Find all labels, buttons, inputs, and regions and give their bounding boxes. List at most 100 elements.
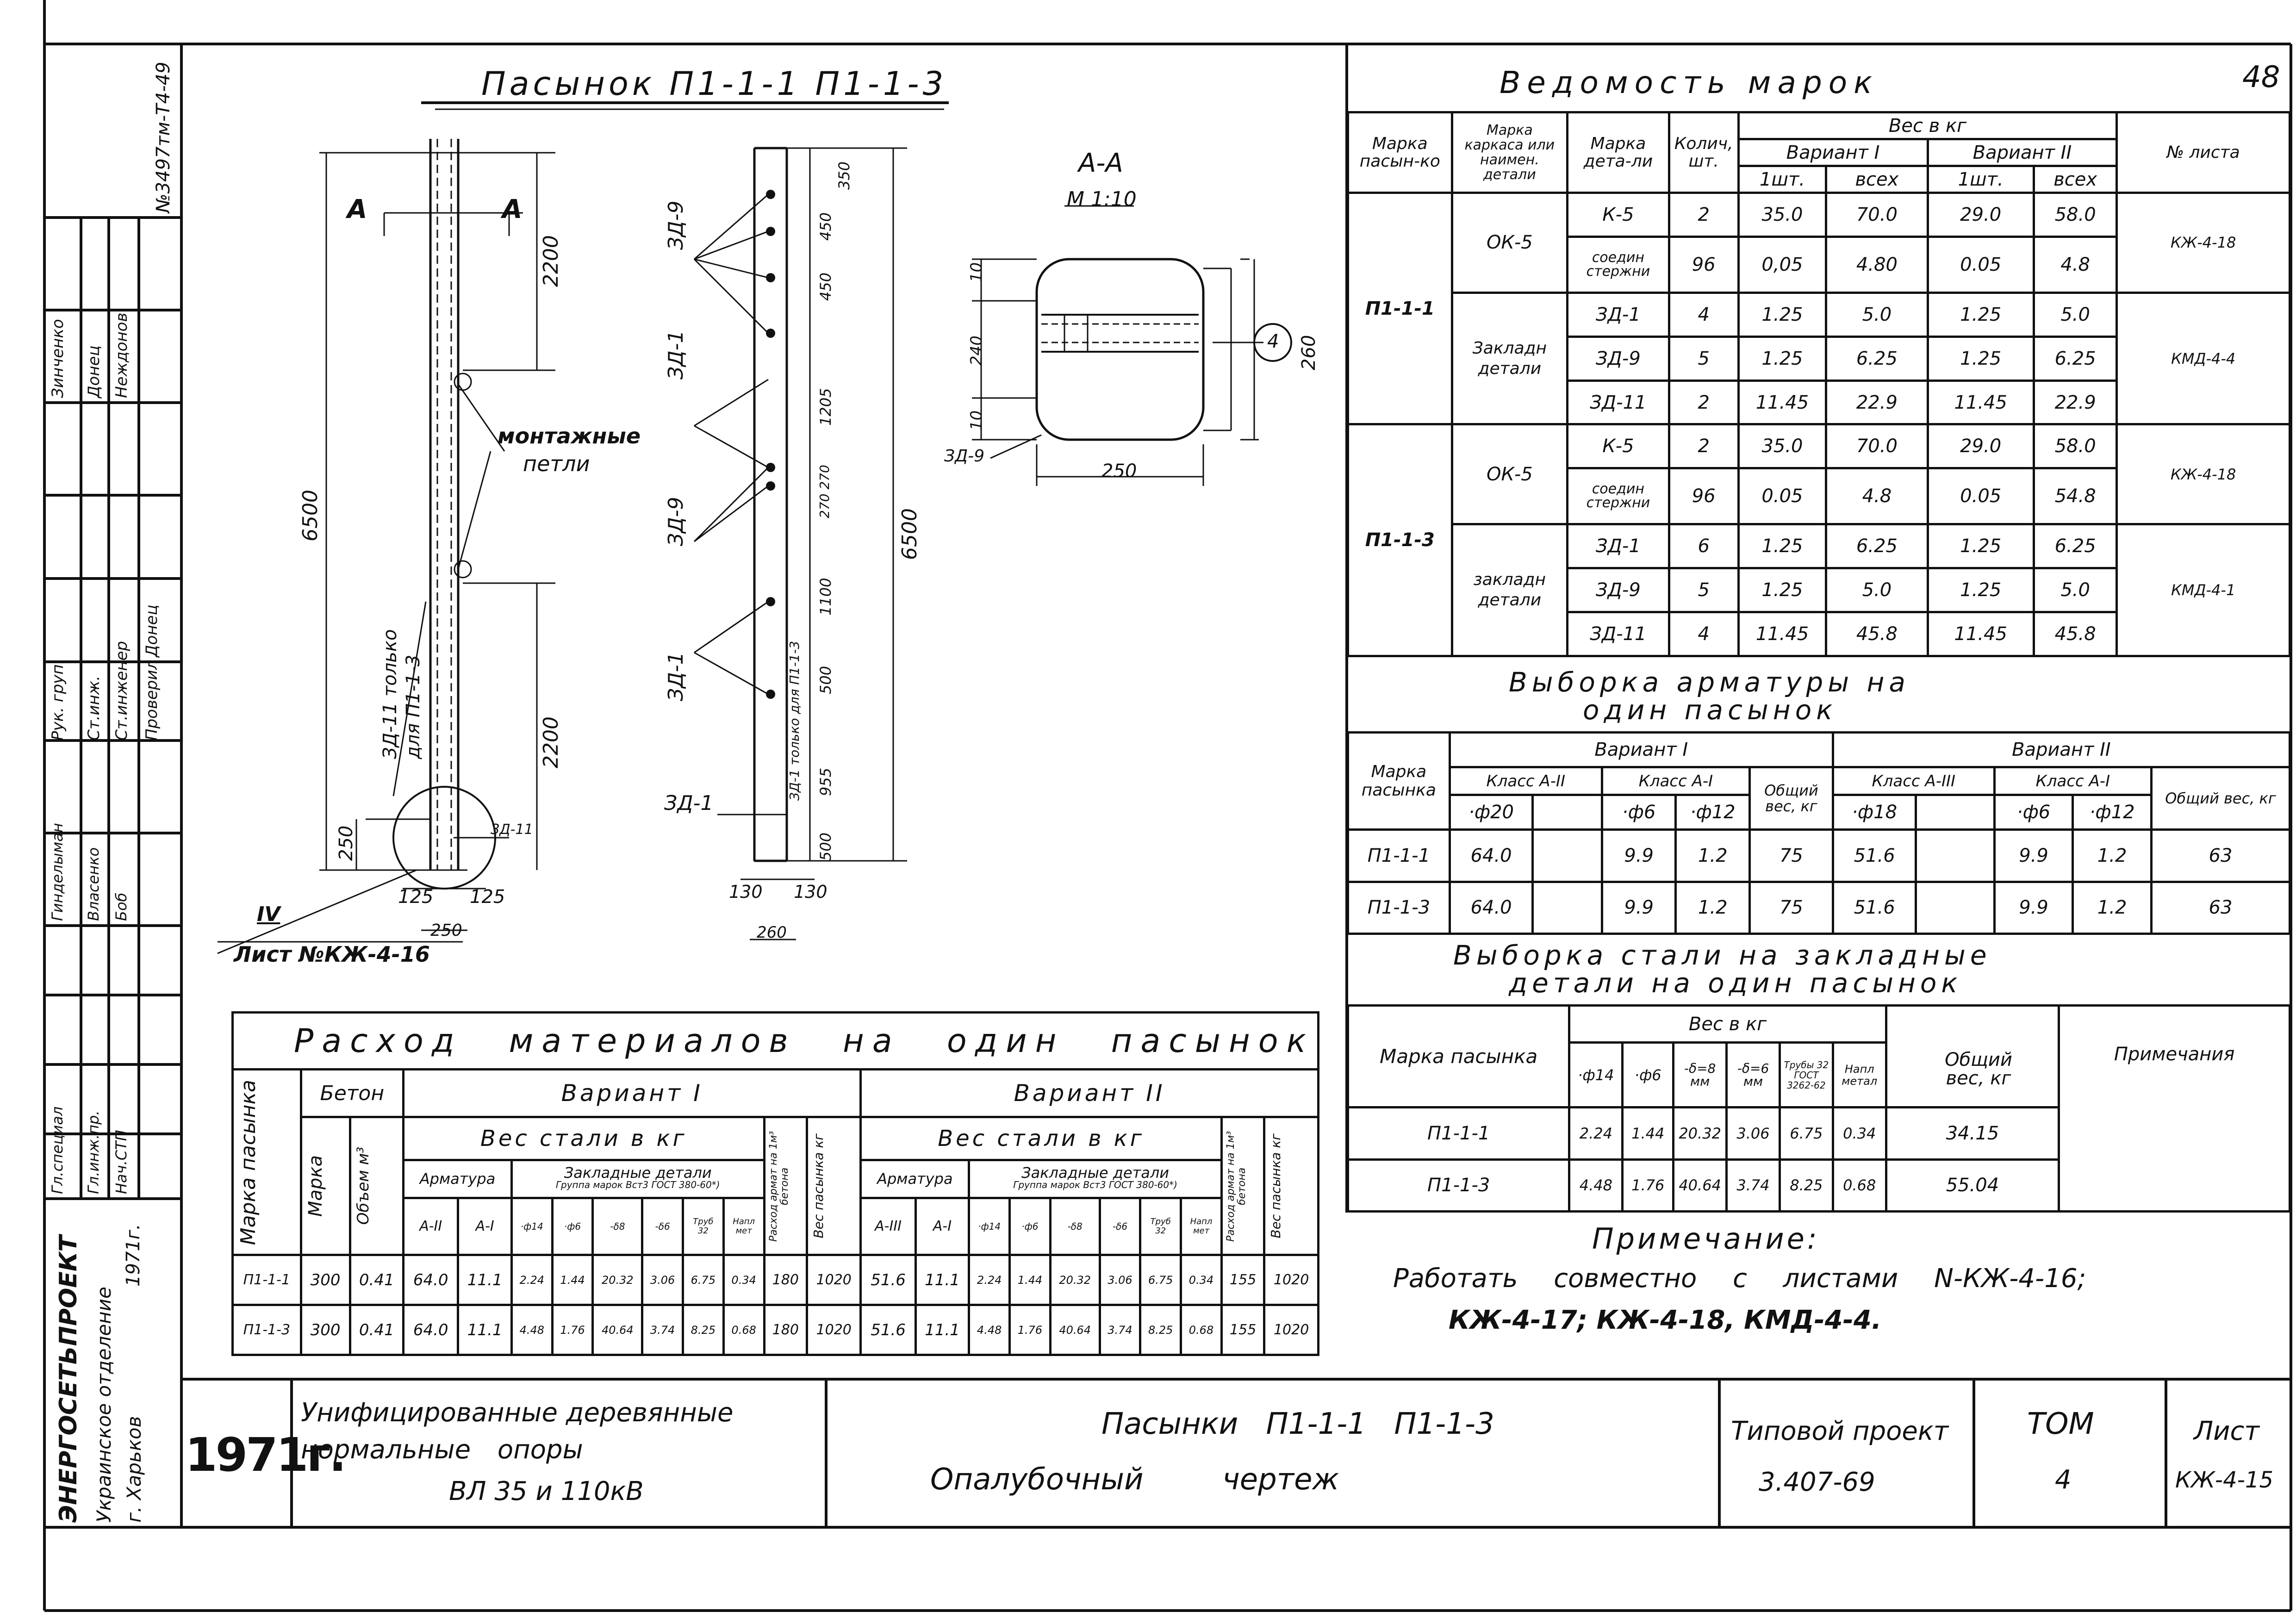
stamp-role-3: Проверил <box>143 660 161 740</box>
table-row: ЗД-9 5 1.25 5.0 1.25 5.0 <box>1348 567 2290 613</box>
dim-260: 260 <box>757 923 787 942</box>
label-zd11-only2: для П1-1-3 <box>403 654 424 759</box>
vh-karkas: Марка каркаса или наимен. детали <box>1450 111 1569 194</box>
vah-kla1b: Класс А-I <box>1993 766 2153 796</box>
vh-vseh-a: всех <box>1825 165 1929 194</box>
table-row: П1-1-3 4.48 1.76 40.64 3.74 8.25 0.68 55… <box>1346 1158 2290 1213</box>
vsh-col2: -δ=8 мм <box>1672 1041 1728 1108</box>
vah-f6: ·ф6 <box>1600 794 1677 831</box>
dim-270: 270 270 <box>817 465 832 518</box>
dim-s10b: 10 <box>967 410 986 430</box>
label-circle4: 4 <box>1267 331 1279 352</box>
vah-kla2: Класс А-II <box>1448 766 1603 796</box>
table-row: П1-1-1 2.24 1.44 20.32 3.06 6.75 0.34 34… <box>1346 1106 2290 1161</box>
table-row: ЗД-11 2 11.45 22.9 11.45 22.9 <box>1348 379 2290 426</box>
rh-arm2: Арматура <box>859 1158 971 1199</box>
table-row: П1-1-1 64.0 9.9 1.2 75 51.6 9.9 1.2 63 <box>1347 828 2291 883</box>
rh-zakl: Закладные детали Группа марок Вст3 ГОСТ … <box>510 1158 765 1199</box>
vah-empty2 <box>1915 794 1996 831</box>
tb-name1: Пасынки П1-1-1 П1-1-3 <box>1101 1407 1494 1441</box>
tb-desc1: Унифицированные деревянные <box>301 1398 734 1428</box>
dim-s240: 240 <box>967 336 986 366</box>
label-montazh: монтажные <box>498 423 641 448</box>
vh-var2: Вариант II <box>1926 138 2118 167</box>
sheet-number: 48 <box>2242 60 2280 94</box>
label-zd1-c: ЗД-1 <box>664 791 714 815</box>
dim-125a: 125 <box>398 886 434 908</box>
vah-empty1 <box>1531 794 1603 831</box>
vh-kol: Колич, шт. <box>1668 111 1740 194</box>
dim-350: 350 <box>835 161 853 190</box>
stamp-name-1: Донец <box>85 345 103 398</box>
stamp-org1: ЭНЕРГОСЕТЬПРОЕКТ <box>55 1235 82 1523</box>
dim-2200b: 2200 <box>539 716 563 768</box>
label-zd1-only: ЗД-1 только для П1-1-3 <box>787 641 802 801</box>
dim-955: 955 <box>817 767 834 796</box>
vsh-col5: Напл метал <box>1831 1041 1887 1108</box>
dim-6500a: 6500 <box>299 490 322 541</box>
stamp-name-5: Власенко <box>85 847 102 921</box>
tb-proj-label: Типовой проект <box>1731 1416 1949 1446</box>
tb-name2: Опалубочный чертеж <box>930 1462 1339 1497</box>
dim-1205: 1205 <box>817 388 834 426</box>
vyborka-stal-title1: Выборка стали на закладные <box>1453 940 1991 971</box>
stamp-role-5: Гл.инж.пр. <box>85 1110 102 1194</box>
stamp-name-3: Донец <box>143 604 161 657</box>
label-iv: IV <box>257 902 280 926</box>
drawing-title: Пасынок П1-1-1 П1-1-3 <box>481 65 947 103</box>
table-row: закладн детали ЗД-1 6 1.25 6.25 1.25 6.2… <box>1348 523 2291 657</box>
vsh-marka: Марка пасынка <box>1346 1004 1571 1108</box>
table-row: соедин стержни 96 0.05 4.8 0.05 54.8 <box>1348 467 2290 526</box>
stamp-name-0: Зинченко <box>49 319 67 398</box>
label-zd9-a: ЗД-9 <box>664 200 688 250</box>
vedomost-title: Ведомость марок <box>1500 65 1879 100</box>
rashod-title: Расход материалов на один пасынок <box>231 1011 1319 1071</box>
vah-f12b: ·ф12 <box>2072 794 2153 831</box>
vsh-col1: ·ф6 <box>1621 1041 1675 1108</box>
vah-ob2: Общий вес, кг <box>2150 766 2291 831</box>
rh-marka: Марка пасынка <box>231 1068 302 1257</box>
vsh-obsh: Общий вес, кг <box>1945 1049 2012 1089</box>
vh-list: № листа <box>2116 111 2291 194</box>
rh-rash: Расход армат на 1м³ бетона <box>763 1116 809 1257</box>
tb-list-num: КЖ-4-15 <box>2175 1467 2274 1493</box>
note-line2: КЖ-4-17; КЖ-4-18, КМД-4-4. <box>1449 1305 1882 1335</box>
label-sheet-ref: Лист №КЖ-4-16 <box>234 942 430 967</box>
table-row: П1-1-3 300 0.41 64.0 11.1 4.48 1.76 40.6… <box>231 1304 1319 1356</box>
section-scale: М 1:10 <box>1067 187 1137 211</box>
vyborka-arm-table: Марка пасынка Вариант I Вариант II Класс… <box>1347 731 2291 935</box>
stamp-role-0: Рук. груп. <box>49 659 67 740</box>
dim-250b: 250 <box>430 921 462 940</box>
vah-ob1: Общий вес, кг <box>1748 766 1834 831</box>
vh-1sht-a: 1шт. <box>1737 165 1828 194</box>
table-row: ЗД-9 5 1.25 6.25 1.25 6.25 <box>1348 335 2290 382</box>
stamp-org3: г. Харьков <box>123 1416 145 1523</box>
dim-s260: 260 <box>1298 335 1319 370</box>
dim-250: 250 <box>336 825 357 861</box>
rh-zakl2: Закладные детали Группа марок Вст3 ГОСТ … <box>968 1158 1223 1199</box>
tb-tom-label: ТОМ <box>2027 1407 2094 1441</box>
vh-var1: Вариант I <box>1737 138 1929 167</box>
vh-vseh-b: всех <box>2032 165 2118 194</box>
vah-f6b: ·ф6 <box>1993 794 2074 831</box>
stamp-org2: Украинское отделение <box>93 1287 115 1523</box>
tb-desc3: ВЛ 35 и 110кВ <box>449 1476 644 1506</box>
rashod-table: Расход материалов на один пасынок Марка … <box>231 1011 1319 1356</box>
note-title: Примечание: <box>1592 1222 1820 1256</box>
dim-450b: 450 <box>817 272 834 301</box>
label-zd9-b: ЗД-9 <box>664 497 688 546</box>
dim-1100: 1100 <box>817 578 834 616</box>
vyborka-stal-title2: детали на один пасынок <box>1509 967 1962 999</box>
dim-6500b: 6500 <box>898 508 921 560</box>
vsh-col4: Трубы 32 ГОСТ 3262-62 <box>1778 1041 1834 1108</box>
vsh-prim: Примечания <box>2058 1004 2291 1213</box>
vyborka-arm-title2: один пасынок <box>1583 694 1837 726</box>
label-zd9-section: ЗД-9 <box>944 447 985 466</box>
stamp-year: 1971г. <box>123 1224 144 1287</box>
stamp-name-2: Неждонов <box>112 312 131 398</box>
table-row: П1-1-3 ОК-5 К-5 2 35.0 70.0 29.0 58.0 КЖ… <box>1347 423 2291 657</box>
label-zd11-only: ЗД-11 только <box>380 629 401 759</box>
vah-kla1: Класс А-I <box>1600 766 1751 796</box>
tb-list-label: Лист <box>2194 1416 2259 1446</box>
rh-vesstali2: Вес стали в кг <box>859 1116 1223 1161</box>
